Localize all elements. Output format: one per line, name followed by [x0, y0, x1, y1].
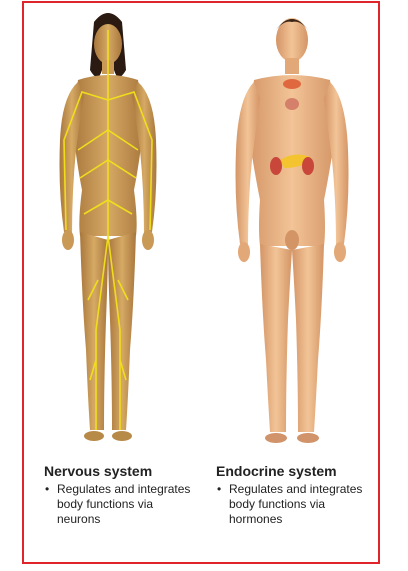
caption-bullet: Regulates and integrates body functions …	[216, 482, 366, 527]
endocrine-system-illustration	[200, 0, 375, 462]
caption-bullets: Regulates and integrates body functions …	[44, 482, 194, 527]
caption-title: Endocrine system	[216, 463, 366, 480]
caption-title: Nervous system	[44, 463, 194, 480]
nervous-system-illustration	[22, 0, 194, 462]
caption-bullet: Regulates and integrates body functions …	[44, 482, 194, 527]
caption-nervous: Nervous system Regulates and integrates …	[44, 463, 194, 527]
caption-endocrine: Endocrine system Regulates and integrate…	[216, 463, 366, 527]
caption-bullets: Regulates and integrates body functions …	[216, 482, 366, 527]
